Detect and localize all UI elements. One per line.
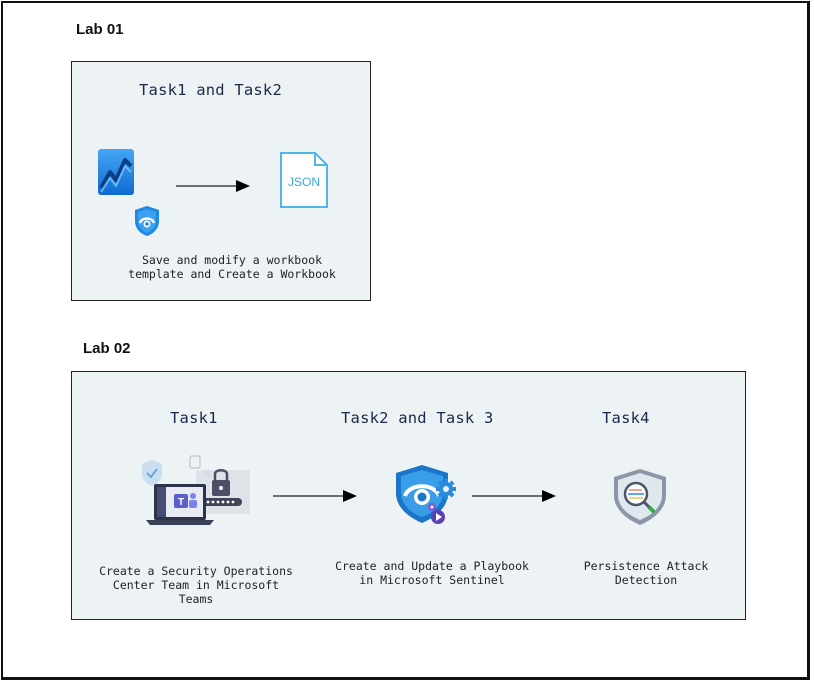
json-label: JSON — [288, 175, 320, 189]
workbook-chart-icon — [98, 149, 134, 195]
lab02-task4-caption: Persistence Attack Detection — [583, 559, 709, 587]
flow-arrow-1 — [273, 490, 357, 502]
lab02-task2-caption: Create and Update a Playbook in Microsof… — [335, 559, 529, 587]
json-file-icon: JSON — [280, 152, 328, 208]
flow-arrow-2 — [472, 490, 556, 502]
lab02-task4-title: Task4 — [602, 409, 650, 427]
lab02-panel: Task1 Task2 and Task 3 Task4 T — [71, 371, 746, 620]
lab02-title: Lab 02 — [83, 340, 131, 357]
sentinel-shield-icon — [135, 206, 159, 236]
sentinel-playbook-icon — [396, 465, 456, 524]
lab01-caption: Save and modify a workbook template and … — [128, 253, 336, 281]
svg-text:T: T — [178, 497, 184, 508]
lab01-task-title: Task1 and Task2 — [139, 81, 282, 99]
lab01-panel: Task1 and Task2 JSON Save and modify a w… — [71, 61, 371, 301]
lab02-task1-caption: Create a Security Operations Center Team… — [99, 564, 293, 606]
teams-laptop-icon: T — [142, 455, 250, 525]
lab02-task1-title: Task1 — [170, 409, 218, 427]
lab01-title: Lab 01 — [76, 21, 124, 38]
flow-arrow — [176, 180, 250, 192]
lab02-task2-title: Task2 and Task 3 — [341, 409, 494, 427]
detection-shield-icon — [614, 469, 666, 525]
